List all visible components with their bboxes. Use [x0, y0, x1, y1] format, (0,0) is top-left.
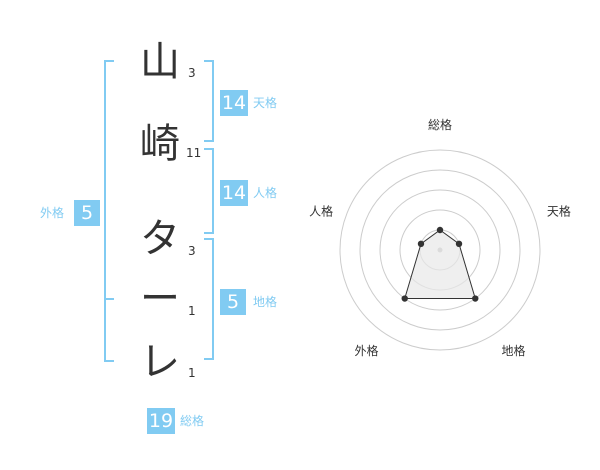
stroke-count-5: 1: [188, 366, 196, 380]
radar-ring-5: [339, 149, 541, 351]
tenkaku-bracket: [204, 60, 214, 142]
radar-rings: [339, 149, 541, 351]
radar-points: [401, 226, 479, 302]
chikaku-value-badge: 5: [220, 289, 246, 315]
tenkaku-value-badge: 14: [220, 90, 248, 116]
radar-ring-4: [359, 169, 521, 331]
tenkaku-label: 天格: [253, 96, 278, 110]
stroke-count-4: 1: [188, 304, 196, 318]
soukaku-label: 総格: [180, 414, 205, 428]
stroke-count-3: 3: [188, 244, 196, 258]
radar-axis-label-2: 天格: [547, 203, 571, 218]
radar-axis-label-4: 外格: [355, 343, 379, 358]
jinkaku-value-badge: 14: [220, 180, 248, 206]
chikaku-bracket: [204, 238, 214, 360]
chikaku-label: 地格: [253, 295, 278, 309]
gaikaku-connector: [104, 298, 114, 300]
radar-polygon: [404, 229, 476, 300]
name-char-3: タ: [140, 216, 180, 262]
radar-ring-3: [379, 189, 501, 311]
name-char-4: ー: [140, 276, 180, 322]
radar-point-4: [401, 295, 408, 302]
radar-axis-label-3: 地格: [501, 343, 525, 358]
jinkaku-bracket: [204, 148, 214, 234]
gaikaku-value-badge: 5: [74, 200, 100, 226]
name-char-2: 崎: [140, 121, 180, 167]
stroke-count-1: 3: [188, 66, 196, 80]
radar-point-5: [417, 240, 425, 248]
jinkaku-label: 人格: [253, 186, 278, 200]
name-char-5: レ: [140, 339, 180, 385]
radar-axis-label-1: 総格: [428, 117, 452, 132]
radar-point-1: [436, 226, 444, 234]
stroke-count-2: 11: [186, 146, 202, 160]
soukaku-value-badge: 19: [147, 408, 175, 434]
gaikaku-label: 外格: [40, 206, 65, 220]
radar-point-2: [455, 240, 463, 248]
gaikaku-bracket: [104, 60, 114, 362]
radar-axis-label-5: 人格: [309, 203, 333, 218]
radar-point-3: [472, 295, 479, 302]
name-char-1: 山: [140, 39, 180, 85]
